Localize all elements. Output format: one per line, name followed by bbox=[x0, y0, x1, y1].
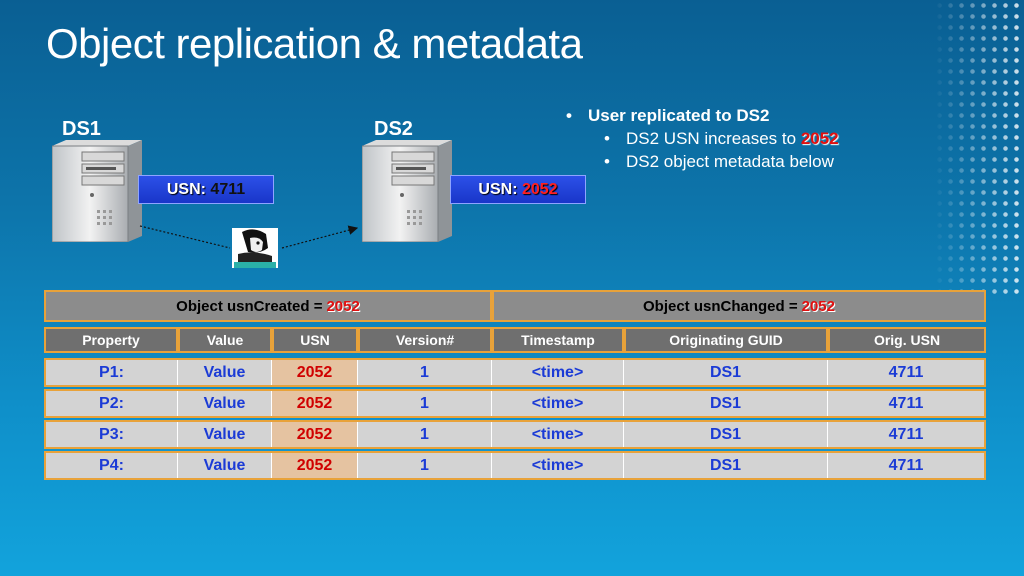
cell-value: Value bbox=[178, 422, 272, 447]
usn-created-value: 2052 bbox=[326, 297, 360, 315]
cell-timestamp: <time> bbox=[492, 360, 624, 385]
ds1-usn-box: USN: 4711 bbox=[138, 175, 274, 204]
col-header-property: Property bbox=[44, 327, 178, 353]
cell-usn: 2052 bbox=[272, 453, 358, 478]
cell-originating-guid: DS1 bbox=[624, 391, 828, 416]
bullet-sub-2-text: DS2 object metadata below bbox=[626, 152, 834, 171]
col-header-version: Version# bbox=[358, 327, 492, 353]
usn-changed-label: Object usnChanged = bbox=[643, 297, 798, 315]
cell-timestamp: <time> bbox=[492, 453, 624, 478]
usn-created-cell: Object usnCreated = 2052 bbox=[44, 290, 492, 322]
bullet-main: • User replicated to DS2 bbox=[566, 106, 770, 125]
cell-usn: 2052 bbox=[272, 391, 358, 416]
table-row: P4: Value 2052 1 <time> DS1 4711 bbox=[44, 451, 986, 480]
cell-originating-guid: DS1 bbox=[624, 422, 828, 447]
slide-title: Object replication & metadata bbox=[46, 20, 583, 67]
cell-orig-usn: 4711 bbox=[888, 394, 924, 412]
bullet-sub-1: • DS2 USN increases to 2052 bbox=[604, 129, 839, 148]
col-header-originating-guid: Originating GUID bbox=[624, 327, 828, 353]
cell-timestamp: <time> bbox=[492, 391, 624, 416]
usn-created-label: Object usnCreated = bbox=[176, 297, 323, 315]
ds2-usn-value: 2052 bbox=[521, 181, 558, 198]
bullet-sub-1-value: 2052 bbox=[800, 129, 839, 148]
cell-value: Value bbox=[178, 391, 272, 416]
bullet-sub-1-text: DS2 USN increases to bbox=[626, 129, 797, 148]
table-row: P1: Value 2052 1 <time> DS1 4711 bbox=[44, 358, 986, 387]
cell-property: P3: bbox=[46, 422, 178, 447]
cell-version: 1 bbox=[358, 422, 492, 447]
cell-value: Value bbox=[178, 360, 272, 385]
cell-orig-usn: 4711 bbox=[888, 425, 924, 443]
col-header-timestamp: Timestamp bbox=[492, 327, 624, 353]
server-tower-icon bbox=[362, 140, 452, 242]
server-tower-icon bbox=[52, 140, 142, 242]
cell-orig-usn: 4711 bbox=[888, 456, 924, 474]
ds1-label: DS1 bbox=[62, 118, 101, 140]
bullet-main-text: User replicated to DS2 bbox=[588, 106, 770, 125]
cell-orig-usn: 4711 bbox=[888, 363, 924, 381]
cell-property: P2: bbox=[46, 391, 178, 416]
col-header-orig-usn: Orig. USN bbox=[828, 327, 986, 353]
arrow-user-to-ds2 bbox=[281, 225, 359, 249]
cell-property: P1: bbox=[46, 360, 178, 385]
bullet-sub-2: • DS2 object metadata below bbox=[604, 152, 834, 171]
cell-timestamp: <time> bbox=[492, 422, 624, 447]
metadata-table-header: Property Value USN Version# Timestamp Or… bbox=[44, 327, 986, 353]
ds1-usn-prefix: USN: bbox=[166, 181, 206, 198]
arrow-ds1-to-user bbox=[139, 225, 231, 249]
usn-changed-cell: Object usnChanged = 2052 bbox=[492, 290, 986, 322]
decorative-dot-pattern bbox=[934, 0, 1024, 300]
cell-version: 1 bbox=[358, 360, 492, 385]
user-avatar-icon bbox=[232, 228, 278, 268]
table-row: P2: Value 2052 1 <time> DS1 4711 bbox=[44, 389, 986, 418]
ds2-usn-prefix: USN: bbox=[478, 181, 518, 198]
col-header-value: Value bbox=[178, 327, 272, 353]
ds1-usn-value: 4711 bbox=[210, 181, 246, 198]
cell-originating-guid: DS1 bbox=[624, 360, 828, 385]
col-header-usn: USN bbox=[272, 327, 358, 353]
usn-changed-value: 2052 bbox=[801, 297, 835, 315]
cell-originating-guid: DS1 bbox=[624, 453, 828, 478]
cell-version: 1 bbox=[358, 391, 492, 416]
table-row: P3: Value 2052 1 <time> DS1 4711 bbox=[44, 420, 986, 449]
ds2-usn-box: USN: 2052 bbox=[450, 175, 586, 204]
cell-version: 1 bbox=[358, 453, 492, 478]
object-usn-header: Object usnCreated = 2052 Object usnChang… bbox=[44, 290, 986, 322]
bullet-list: • User replicated to DS2 • DS2 USN incre… bbox=[566, 106, 839, 172]
cell-property: P4: bbox=[46, 453, 178, 478]
cell-value: Value bbox=[178, 453, 272, 478]
cell-usn: 2052 bbox=[272, 422, 358, 447]
ds2-label: DS2 bbox=[374, 118, 413, 140]
cell-usn: 2052 bbox=[272, 360, 358, 385]
